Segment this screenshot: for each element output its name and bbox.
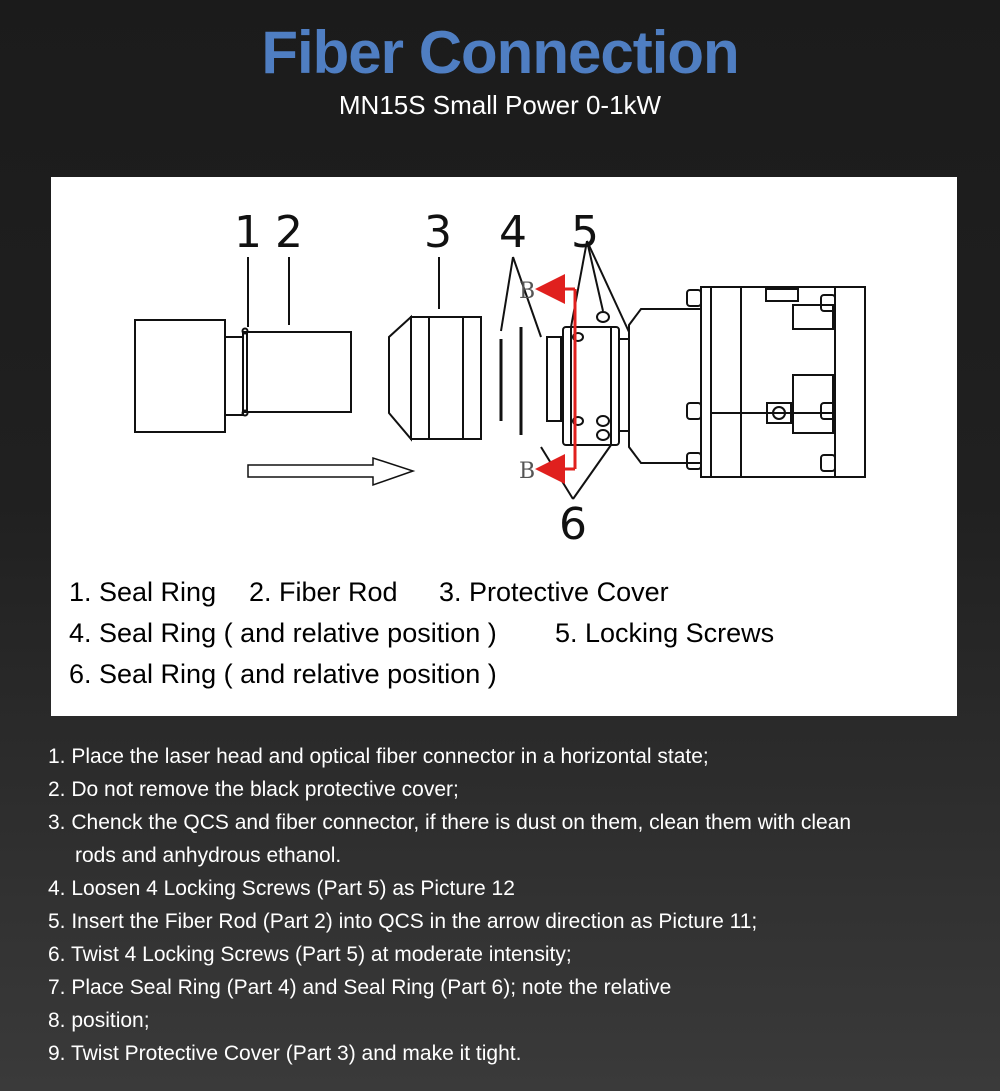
part-number-5: 5	[571, 207, 599, 258]
part-number-3: 3	[424, 207, 452, 258]
page-subtitle: MN15S Small Power 0-1kW	[338, 90, 662, 120]
legend-item: 2. Fiber Rod	[249, 577, 398, 607]
legend-row: 6. Seal Ring ( and relative position )	[69, 654, 774, 695]
legend-item: 4. Seal Ring ( and relative position )	[69, 618, 497, 648]
protective-cover	[388, 314, 482, 442]
part-number-6: 6	[559, 499, 587, 550]
parts-legend: 1. Seal Ring 2. Fiber Rod 3. Protective Co…	[69, 572, 774, 695]
legend-item: 3. Protective Cover	[439, 577, 669, 607]
page-title: Fiber Connection	[261, 19, 739, 86]
diagram-panel: 1 2 3 4 5 6 B B 1. Seal Ring 2. Fiber Rod…	[51, 177, 957, 716]
legend-item: 1. Seal Ring	[69, 577, 217, 607]
legend-row: 4. Seal Ring ( and relative position ) 5.…	[69, 613, 774, 654]
part-number-2: 2	[275, 207, 303, 258]
section-b-b-indicator	[535, 274, 577, 484]
step-item: 9. Twist Protective Cover (Part 3) and m…	[48, 1042, 522, 1065]
step-item: 2. Do not remove the black protective co…	[48, 778, 459, 801]
step-item: 1. Place the laser head and optical fibe…	[48, 745, 709, 768]
step-item: 3. Chenck the QCS and fiber connector, i…	[48, 811, 852, 834]
step-item-continuation: rods and anhydrous ethanol.	[75, 844, 342, 867]
fiber-connection-diagram: 1 2 3 4 5 6 B B	[134, 207, 866, 550]
legend-row: 1. Seal Ring 2. Fiber Rod 3. Protective Co…	[69, 572, 774, 613]
part-number-4: 4	[499, 207, 527, 258]
insert-direction-arrow	[247, 456, 416, 487]
part-number-1: 1	[234, 207, 262, 258]
step-item: 6. Twist 4 Locking Screws (Part 5) at mo…	[48, 943, 572, 966]
locking-ring	[546, 311, 630, 446]
qcs-housing	[628, 286, 866, 478]
step-item: 4. Loosen 4 Locking Screws (Part 5) as P…	[48, 877, 515, 900]
section-mark-b-top: B	[519, 279, 535, 304]
step-item: 7. Place Seal Ring (Part 4) and Seal Rin…	[48, 976, 672, 999]
legend-item: 6. Seal Ring ( and relative position )	[69, 659, 497, 689]
section-mark-b-bottom: B	[519, 459, 535, 484]
fiber-rod-connector	[134, 319, 352, 433]
instruction-steps: 1. Place the laser head and optical fibe…	[48, 740, 968, 1070]
step-item: 5. Insert the Fiber Rod (Part 2) into QC…	[48, 910, 758, 933]
step-item: 8. position;	[48, 1009, 150, 1032]
legend-item: 5. Locking Screws	[555, 618, 775, 648]
